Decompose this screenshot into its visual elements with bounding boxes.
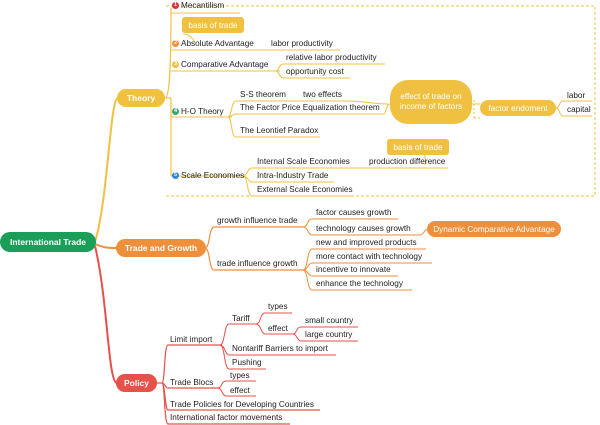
pushing-label[interactable]: Pushing	[232, 358, 262, 367]
number-badge-1: 1	[172, 2, 179, 9]
leontief-paradox-label[interactable]: The Leontief Paradox	[240, 126, 319, 135]
large-country-label[interactable]: large country	[305, 330, 353, 339]
trade-blocs-label[interactable]: Trade Blocs	[170, 378, 214, 387]
external-scale-economies-label[interactable]: External Scale Economies	[257, 185, 353, 194]
number-badge-4: 4	[172, 108, 179, 115]
relative-labor-productivity-label[interactable]: relative labor productivity	[286, 53, 377, 62]
comparative-advantage-label[interactable]: Comparative Advantage	[181, 60, 269, 69]
incentive-to-innovate-label[interactable]: incentive to innovate	[316, 265, 391, 274]
tariff-types-label[interactable]: types	[268, 302, 288, 311]
opportunity-cost-label[interactable]: opportunity cost	[286, 67, 344, 76]
fpe-theorem-label[interactable]: The Factor Price Equalization theorem	[240, 103, 380, 112]
root-node[interactable]: International Trade	[0, 232, 96, 252]
two-effects-label[interactable]: two effects	[303, 90, 342, 99]
labor-label[interactable]: labor	[567, 91, 586, 100]
trade-influence-growth-label[interactable]: trade influence growth	[217, 259, 298, 268]
policy-node[interactable]: Policy	[116, 374, 157, 392]
developing-countries-label[interactable]: Trade Policies for Developing Countries	[170, 400, 314, 409]
number-badge-2: 2	[172, 40, 179, 47]
limit-import-label[interactable]: Limit import	[170, 335, 213, 344]
trade-growth-node[interactable]: Trade and Growth	[116, 239, 206, 257]
dynamic-comparative-advantage-tag[interactable]: Dynamic Comparative Advantage	[427, 221, 561, 237]
nontariff-barriers-label[interactable]: Nontariff Barriers to import	[232, 344, 328, 353]
scale-basis-of-trade-tag[interactable]: basis of trade	[387, 139, 449, 155]
factor-causes-growth-label[interactable]: factor causes growth	[316, 208, 392, 217]
mercantilism-label[interactable]: Mecantilism	[181, 1, 225, 10]
basis-of-trade-tag[interactable]: basis of trade	[182, 17, 244, 33]
blocs-types-label[interactable]: types	[230, 371, 250, 380]
internal-scale-economies-label[interactable]: Internal Scale Economies	[257, 157, 350, 166]
growth-influence-trade-label[interactable]: growth influence trade	[217, 216, 298, 225]
blocs-effect-label[interactable]: effect	[230, 386, 250, 395]
technology-causes-growth-label[interactable]: technology causes growth	[316, 224, 411, 233]
ho-theory-label[interactable]: H-O Theory	[181, 107, 224, 116]
capital-label[interactable]: capital	[567, 105, 591, 114]
intra-industry-trade-label[interactable]: Intra-Industry Trade	[257, 171, 329, 180]
ss-theorem-label[interactable]: S-S theorem	[240, 90, 286, 99]
production-difference-label[interactable]: production difference	[369, 157, 446, 166]
effect-of-trade-box[interactable]: effect of trade on income of factors	[390, 80, 472, 124]
labor-productivity-label[interactable]: labor productivity	[271, 39, 333, 48]
number-badge-3: 3	[172, 61, 179, 68]
contact-with-technology-label[interactable]: more contact with technology	[316, 252, 423, 261]
theory-node[interactable]: Theory	[117, 89, 165, 107]
tariff-label[interactable]: Tariff	[232, 314, 250, 323]
number-badge-5: 5	[172, 172, 179, 179]
new-improved-products-label[interactable]: new and improved products	[316, 238, 417, 247]
factor-endowment-tag[interactable]: factor endoment	[480, 100, 556, 116]
factor-movements-label[interactable]: International factor movements	[170, 413, 283, 422]
absolute-advantage-label[interactable]: Absolute Advantage	[181, 39, 254, 48]
tariff-effect-label[interactable]: effect	[268, 324, 288, 333]
enhance-technology-label[interactable]: enhance the technology	[316, 279, 403, 288]
scale-economies-label[interactable]: Scale Economies	[181, 171, 245, 180]
small-country-label[interactable]: small country	[305, 316, 354, 325]
